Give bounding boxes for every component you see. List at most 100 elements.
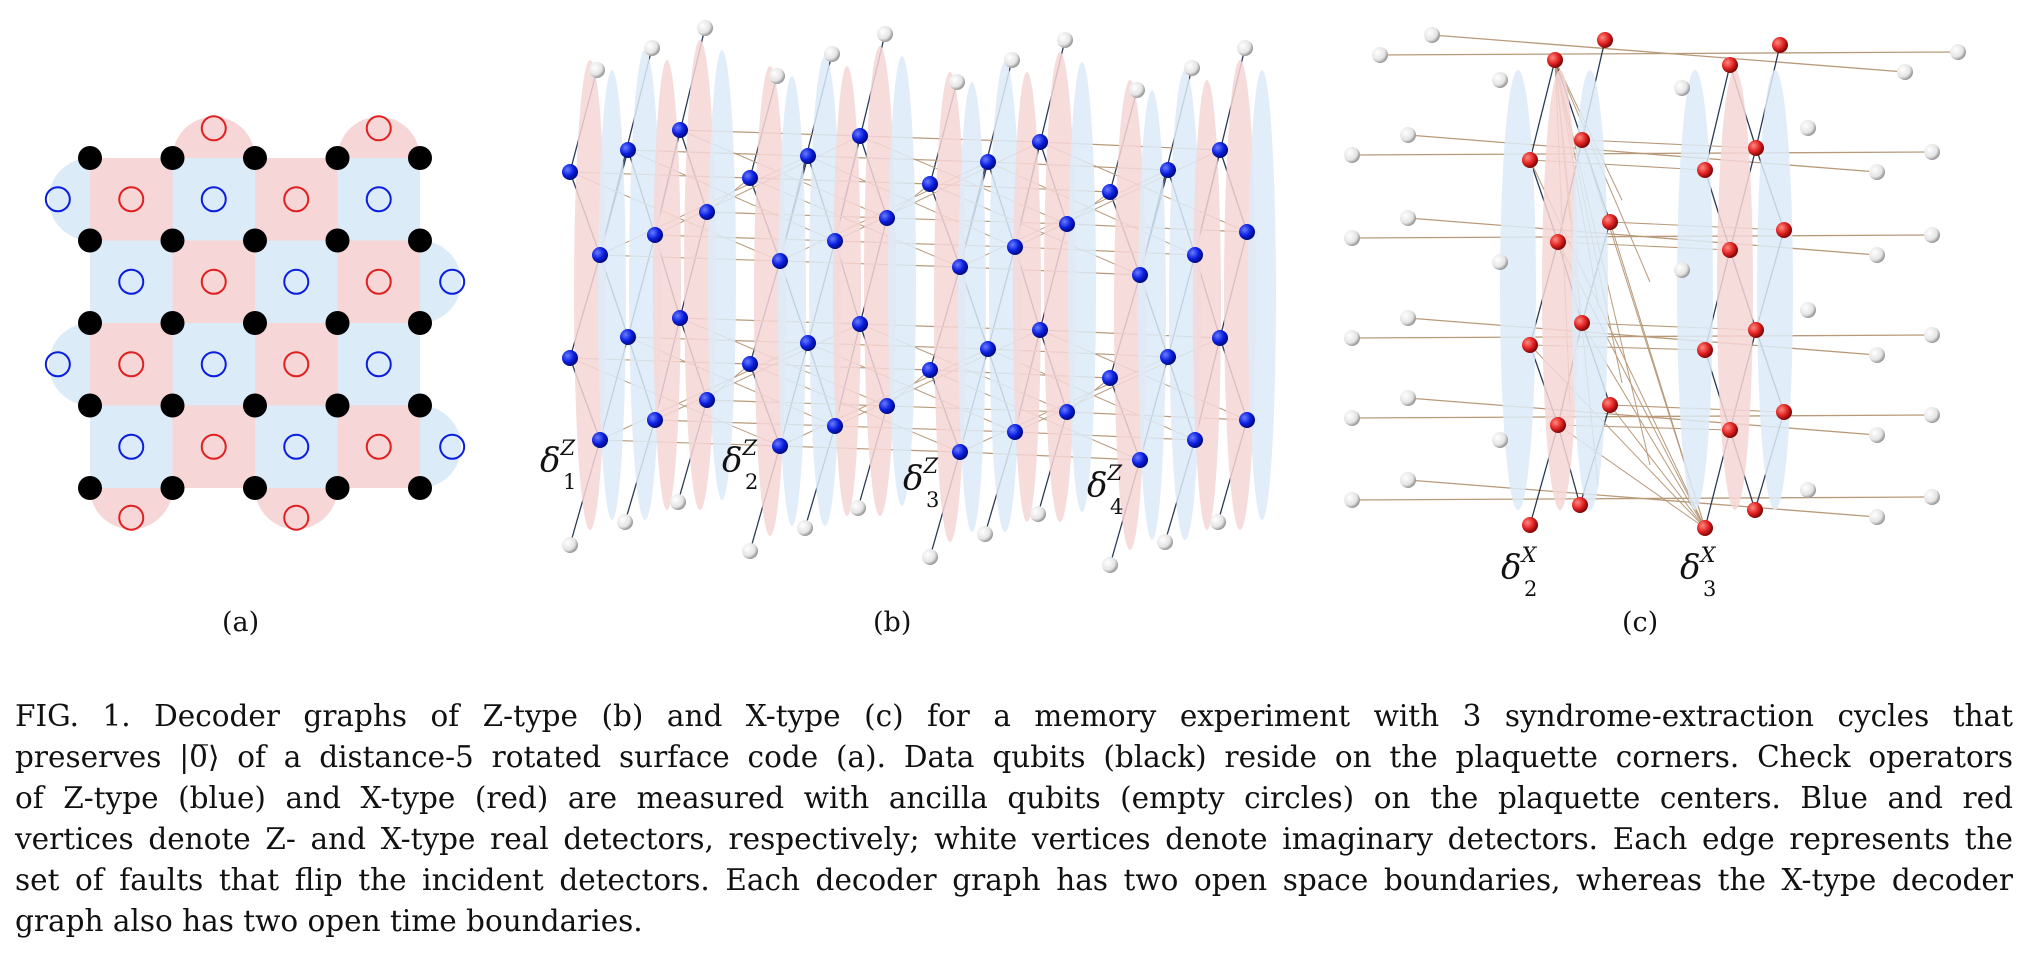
x-boundary-plaquette xyxy=(255,488,338,530)
data-qubit xyxy=(160,146,185,170)
imaginary-detector xyxy=(1400,472,1416,488)
imaginary-detector xyxy=(1674,262,1690,278)
time-edge xyxy=(1014,246,1196,256)
z-detector xyxy=(827,233,843,249)
imaginary-detector xyxy=(1800,120,1816,136)
x-detector xyxy=(1697,342,1713,358)
data-qubit xyxy=(243,228,267,253)
detector-sub-b-3: 3 xyxy=(926,488,940,512)
z-detector xyxy=(1132,267,1148,283)
z-ancilla xyxy=(44,351,71,378)
detector-sub-c-2: 2 xyxy=(1524,577,1538,601)
imaginary-detector xyxy=(1869,347,1885,363)
plaquette-strip xyxy=(598,70,626,520)
imaginary-detector xyxy=(1492,254,1508,270)
figure-caption: FIG. 1. Decoder graphs of Z-type (b) and… xyxy=(15,696,2013,942)
x-ancilla xyxy=(200,115,227,142)
data-qubit xyxy=(243,311,267,335)
detector-sub-b-2: 2 xyxy=(745,470,759,494)
imaginary-detector xyxy=(1157,534,1173,550)
z-detector xyxy=(592,432,608,448)
imaginary-detector xyxy=(1129,82,1145,98)
imaginary-detector xyxy=(1102,557,1118,573)
x-plaquette xyxy=(255,158,338,241)
x-boundary-plaquette xyxy=(90,488,173,530)
detector-sub-b-1: 1 xyxy=(563,470,577,494)
z-detector xyxy=(742,170,758,186)
plaquette-strip xyxy=(629,50,661,520)
z-detector xyxy=(852,316,868,332)
z-detector xyxy=(852,128,868,144)
plaquette-strip xyxy=(989,62,1021,532)
imaginary-detector xyxy=(1924,227,1940,243)
time-boundary-edge xyxy=(1407,479,1878,518)
imaginary-detector xyxy=(977,526,993,542)
x-detector xyxy=(1722,57,1738,73)
z-plaquette xyxy=(337,158,420,241)
z-detector xyxy=(699,204,715,220)
z-ancilla xyxy=(118,433,145,460)
data-qubit xyxy=(243,146,267,170)
edges xyxy=(1351,34,1959,529)
space-edge xyxy=(1529,59,1556,161)
imaginary-detector xyxy=(1210,514,1226,530)
z-detector xyxy=(1007,239,1023,255)
z-detector xyxy=(1032,134,1048,150)
z-ancilla xyxy=(365,186,392,213)
z-detector xyxy=(620,329,636,345)
z-ancilla xyxy=(44,186,71,213)
z-detector xyxy=(1239,412,1255,428)
data-qubit xyxy=(243,476,267,500)
panel-c-label: (c) xyxy=(1622,607,1659,638)
plaquette-strip xyxy=(833,66,861,516)
caption-line: vertices denote Z- and X-type real detec… xyxy=(15,822,2013,856)
imaginary-detector xyxy=(949,74,965,90)
detector-sub-c-3: 3 xyxy=(1703,577,1717,601)
plaquette-shadows xyxy=(1500,70,1793,510)
z-detector xyxy=(1160,162,1176,178)
caption-line: preserves |0̅⟩ of a distance-5 rotated s… xyxy=(15,740,2013,774)
panel-b-label: (b) xyxy=(873,607,912,638)
imaginary-detector xyxy=(769,68,785,84)
plaquette-strip xyxy=(1193,80,1221,530)
imaginary-detector xyxy=(1869,427,1885,443)
imaginary-detector xyxy=(670,494,686,510)
x-detector xyxy=(1550,417,1566,433)
imaginary-detector xyxy=(697,20,713,36)
z-detector xyxy=(922,362,938,378)
detector-label-b-1: δZ xyxy=(540,436,576,481)
z-plaquette xyxy=(337,323,420,406)
z-ancilla xyxy=(200,186,227,213)
plaquette-strip xyxy=(1169,70,1201,540)
z-ancilla xyxy=(365,351,392,378)
imaginary-detector xyxy=(562,537,578,553)
x-ancilla xyxy=(118,351,145,378)
imaginary-detector xyxy=(824,46,840,62)
data-qubit xyxy=(160,311,185,335)
x-ancilla xyxy=(283,186,310,213)
x-detector xyxy=(1697,162,1713,178)
x-detector xyxy=(1602,397,1618,413)
imaginary-detector xyxy=(1800,302,1816,318)
imaginary-detector xyxy=(742,543,758,559)
imaginary-detector xyxy=(1924,327,1940,343)
imaginary-detector xyxy=(1344,410,1360,426)
plaquette-strip xyxy=(1013,72,1041,522)
x-detector xyxy=(1697,520,1713,536)
z-detector xyxy=(672,310,688,326)
imaginary-detector xyxy=(1004,52,1020,68)
x-detector xyxy=(1572,497,1588,513)
x-ancilla xyxy=(365,268,392,295)
z-detector xyxy=(1212,142,1228,158)
plaquette-strip xyxy=(1572,70,1608,510)
time-boundary-edge xyxy=(1431,34,1906,73)
z-plaquette xyxy=(90,240,173,323)
x-detector xyxy=(1522,337,1538,353)
z-detector xyxy=(1187,432,1203,448)
data-qubit xyxy=(325,476,350,500)
z-detector xyxy=(1102,370,1118,386)
data-qubit xyxy=(325,311,350,335)
plaquette-strip xyxy=(888,56,916,506)
plaquette-strip xyxy=(778,76,806,526)
data-qubit xyxy=(408,228,432,253)
